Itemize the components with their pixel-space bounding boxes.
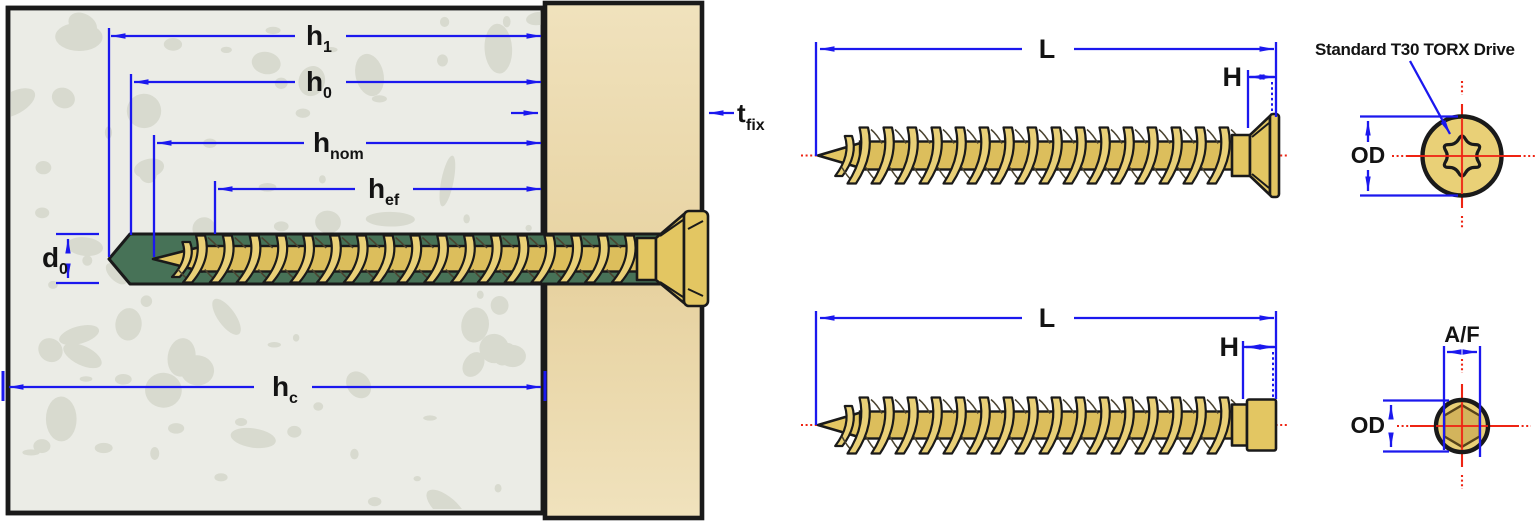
- dim-label-h0: h: [306, 66, 323, 97]
- countersunk-head-face: [682, 209, 710, 308]
- leader-arrow: [1408, 60, 1452, 135]
- countersunk-head-cone: [1248, 114, 1272, 197]
- dim-label-hc-sub: c: [289, 390, 298, 407]
- dim-label-hnom: h: [313, 127, 330, 158]
- dim-OD-bottom: OD: [1351, 399, 1449, 453]
- dim-tfix: t fix: [511, 98, 765, 134]
- screw-threads: [834, 396, 1243, 455]
- dim-H-top: H: [1223, 62, 1276, 128]
- dim-label-d0-sub: 0: [59, 261, 68, 278]
- dim-label-hef-sub: ef: [385, 192, 400, 209]
- dim-d0: d 0: [42, 232, 99, 285]
- dim-label-tfix: t: [737, 98, 746, 128]
- dim-label-h0-sub: 0: [323, 85, 332, 102]
- drive-note-label: Standard T30 TORX Drive: [1315, 40, 1515, 59]
- cylinder-head: [1245, 398, 1278, 452]
- dim-hnom: h nom: [152, 127, 542, 257]
- dim-label-H-top: H: [1223, 62, 1243, 92]
- dim-label-tfix-sub: fix: [746, 117, 765, 134]
- countersunk-head-face: [1268, 112, 1281, 199]
- torx-end-view: OD Standard T30 TORX Drive: [1315, 40, 1535, 229]
- dim-label-AF: A/F: [1444, 322, 1479, 347]
- dim-label-h1-sub: 1: [323, 39, 332, 56]
- dim-H-bottom: H: [1220, 332, 1276, 399]
- dim-AF: A/F: [1442, 322, 1482, 457]
- countersunk-screw-side-view: L H: [801, 34, 1287, 199]
- embedded-screw-threads: [170, 234, 649, 284]
- dim-L-bottom: L: [814, 303, 1278, 425]
- screw-threads: [834, 126, 1243, 185]
- hex-screw-side-view: L H: [801, 303, 1287, 455]
- dim-label-hef: h: [368, 173, 385, 204]
- dim-label-L-top: L: [1039, 34, 1056, 64]
- screw-collar: [1230, 403, 1249, 447]
- dim-L-top: L: [814, 34, 1278, 156]
- torx-recess: [1442, 134, 1482, 178]
- dim-label-h1: h: [306, 20, 323, 51]
- dim-h0: h 0: [129, 66, 542, 235]
- concrete-aggregate-texture: [11, 11, 542, 509]
- dim-label-OD-bottom: OD: [1351, 412, 1386, 438]
- drive-annotation: Standard T30 TORX Drive: [1315, 40, 1515, 135]
- embedded-screw: [151, 209, 710, 308]
- screw-neck: [1230, 133, 1252, 178]
- dim-label-H-bottom: H: [1220, 332, 1240, 362]
- dim-label-OD-top: OD: [1351, 142, 1386, 168]
- dim-hef: h ef: [213, 173, 542, 234]
- dim-label-L-bottom: L: [1039, 303, 1056, 333]
- dim-label-hc: h: [272, 371, 289, 402]
- hex-end-view: A/F OD: [1351, 322, 1531, 489]
- dim-h1: h 1: [107, 20, 542, 257]
- dim-hc: h c: [1, 371, 547, 407]
- screw-neck: [635, 236, 658, 282]
- dim-label-hnom-sub: nom: [330, 146, 364, 163]
- dim-label-d0: d: [42, 242, 59, 273]
